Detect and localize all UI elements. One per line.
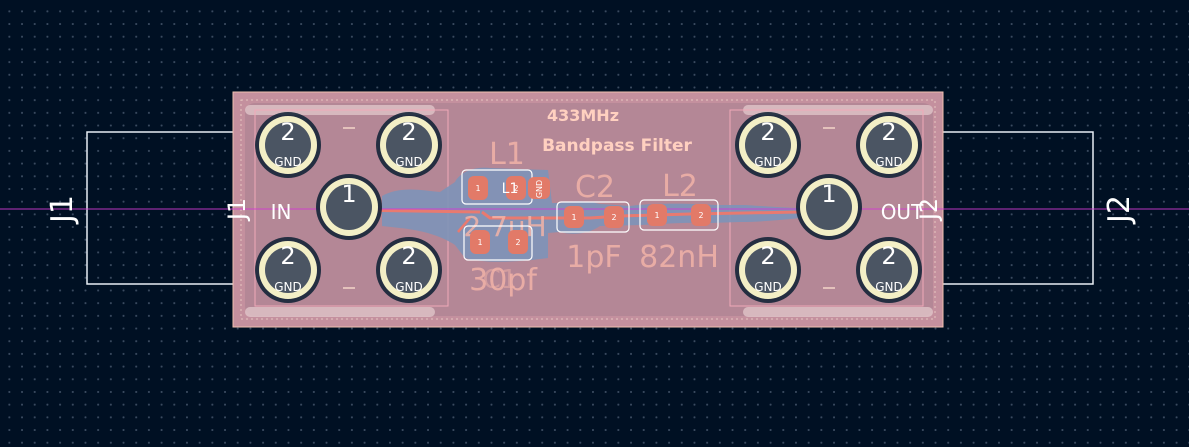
c1-pad-1[interactable]	[470, 230, 490, 254]
c2-reference: C2	[575, 170, 615, 205]
l2-pad-number: 1	[654, 211, 659, 220]
c1-pad-number: 2	[515, 238, 520, 247]
trace-c1-stub	[457, 217, 471, 233]
board-title-line1: 433MHz	[547, 106, 619, 125]
j2-net-label: OUT	[881, 200, 924, 224]
j2-pad-number: 1	[821, 180, 836, 208]
c2-component[interactable]: 1 2 C2 1pF	[556, 170, 630, 275]
j2-pad-number: 2	[760, 118, 775, 146]
l2-component[interactable]: 1 2 L2 82nH	[639, 169, 719, 275]
l2-pad-number: 2	[698, 211, 703, 220]
j1-pad-number: 1	[341, 180, 356, 208]
l1-pad-number: 1	[475, 184, 480, 193]
l2-courtyard	[639, 199, 719, 231]
j1-pad-number: 2	[280, 242, 295, 270]
j1-net-label: IN	[271, 200, 292, 224]
j1-pad-number: 2	[280, 118, 295, 146]
j2-pad-net: GND	[875, 155, 903, 169]
l1-pad-1[interactable]	[468, 176, 488, 200]
silk-dashes	[343, 127, 835, 289]
l1-reference: L1	[489, 137, 525, 172]
c2-courtyard	[556, 201, 630, 233]
c2-pad-2[interactable]	[604, 206, 624, 228]
j1-pad-number: 2	[401, 242, 416, 270]
l1-fab-reference: L1	[502, 181, 519, 197]
c1-value: 30pf	[469, 263, 538, 298]
l2-reference: L2	[662, 169, 698, 204]
l1-pad-2[interactable]	[506, 176, 526, 200]
j2-pad-top-right[interactable]: 2 GND	[856, 112, 922, 178]
j2-pad-net: GND	[754, 155, 782, 169]
j2-fab-reference: J2	[915, 198, 943, 222]
j2-pad-top-left[interactable]: 2 GND	[735, 112, 801, 178]
l1-pad-number: 2	[513, 184, 518, 193]
j2-pad-number: 2	[760, 242, 775, 270]
j2-pad-center[interactable]: 1	[796, 174, 862, 240]
c2-pad-1[interactable]	[564, 206, 584, 228]
j1-pad-center[interactable]: 1	[316, 174, 382, 240]
j1-silk-reference: J1	[45, 195, 80, 225]
j1-pad-bottom-right[interactable]: 2 GND	[376, 237, 442, 303]
j1-pad-net: GND	[395, 280, 423, 294]
j1-pad-net: GND	[395, 155, 423, 169]
j1-pad-top-left[interactable]: 2 GND	[255, 112, 321, 178]
c2-value: 1pF	[566, 240, 621, 275]
c1-component[interactable]: 1 2 30pf C1	[463, 225, 538, 298]
c1-pad-number: 1	[477, 238, 482, 247]
j1-pad-top-right[interactable]: 2 GND	[376, 112, 442, 178]
l2-pad-1[interactable]	[647, 204, 667, 226]
j2-pad-bottom-right[interactable]: 2 GND	[856, 237, 922, 303]
c1-pad-2[interactable]	[508, 230, 528, 254]
j1-fab-reference: J1	[223, 198, 251, 222]
j1-pad-net: GND	[274, 280, 302, 294]
c2-pad-number: 2	[611, 213, 616, 222]
j2-pad-number: 2	[881, 118, 896, 146]
c2-pad-number: 1	[571, 213, 576, 222]
j2-pad-net: GND	[875, 280, 903, 294]
j2-pad-net: GND	[754, 280, 782, 294]
j1-connector[interactable]: 2 GND 2 GND 1 2 GND 2 GND	[255, 112, 442, 303]
l1-gnd-pad[interactable]	[528, 177, 550, 199]
board-title-line2: Bandpass Filter	[542, 136, 692, 156]
j1-pad-bottom-left[interactable]: 2 GND	[255, 237, 321, 303]
c1-courtyard	[463, 225, 533, 261]
j2-pad-bottom-left[interactable]: 2 GND	[735, 237, 801, 303]
j1-pad-number: 2	[401, 118, 416, 146]
j2-pad-number: 2	[881, 242, 896, 270]
l2-value: 82nH	[639, 240, 719, 275]
l2-pad-2[interactable]	[691, 204, 711, 226]
c1-reference: C1	[483, 265, 518, 295]
j1-pad-net: GND	[274, 155, 302, 169]
l1-gnd-label: GND	[535, 180, 544, 198]
j2-silk-reference: J2	[1102, 195, 1137, 225]
j2-connector[interactable]: 2 GND 2 GND 1 2 GND 2 GND	[735, 112, 922, 303]
